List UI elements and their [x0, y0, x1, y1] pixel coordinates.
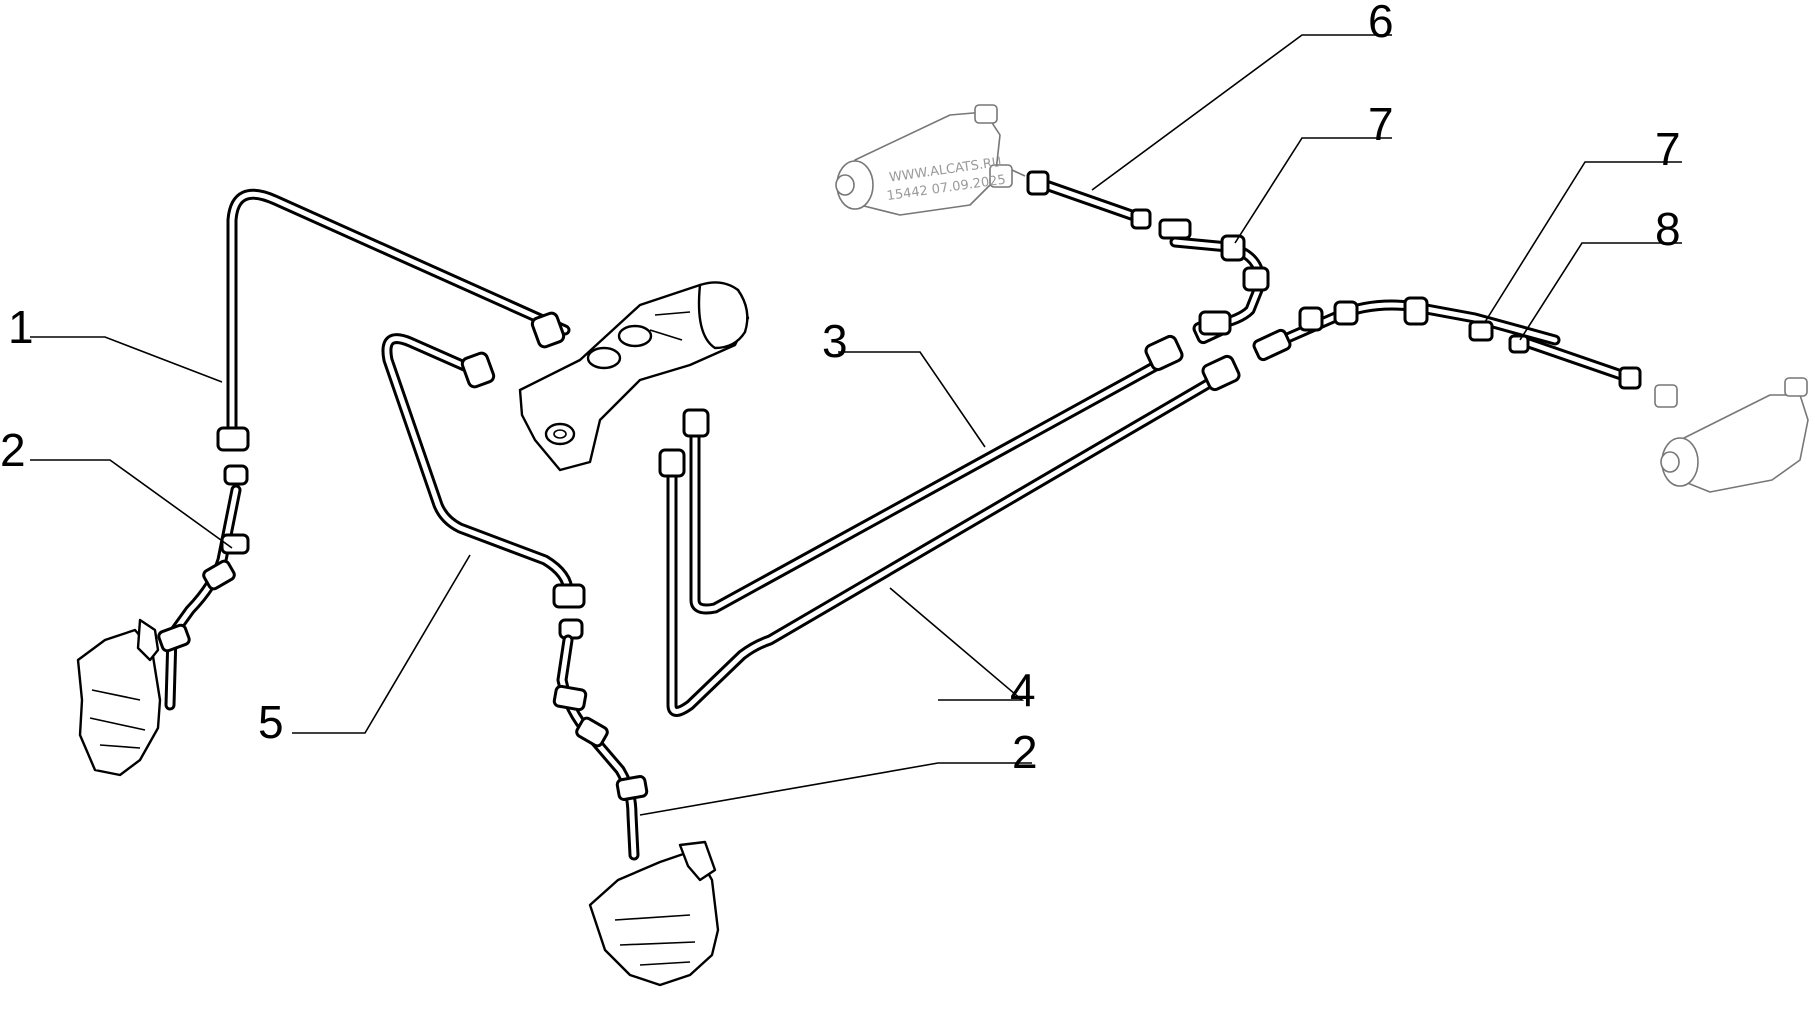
pipe-4: [666, 372, 1224, 717]
rear-left-wheel-cylinder: [835, 104, 1026, 216]
pipe-3: [689, 352, 1176, 615]
pipe-6: [1034, 177, 1146, 224]
pipe-5: [381, 333, 574, 601]
callout-5: 5: [258, 696, 284, 748]
caliper-left: [76, 484, 250, 777]
callout-6: 6: [1368, 0, 1394, 47]
callout-2-left: 2: [0, 424, 26, 476]
caliper-right: [552, 634, 720, 987]
callout-8: 8: [1655, 203, 1681, 255]
master-cylinder: [518, 281, 750, 472]
rear-right-wheel-cylinder: [1654, 377, 1809, 493]
callout-2-right: 2: [1012, 726, 1038, 778]
callout-numbers: 1 2 3 4 5 6 7 7 8 2: [0, 0, 1681, 778]
callout-4: 4: [1010, 664, 1036, 716]
callout-3: 3: [822, 315, 848, 367]
callout-1: 1: [8, 301, 34, 353]
fittings: [216, 170, 1642, 640]
leader-lines: [30, 34, 1682, 816]
callout-7-top: 7: [1368, 98, 1394, 150]
pipe-1: [226, 188, 571, 441]
callout-7-right: 7: [1655, 123, 1681, 175]
